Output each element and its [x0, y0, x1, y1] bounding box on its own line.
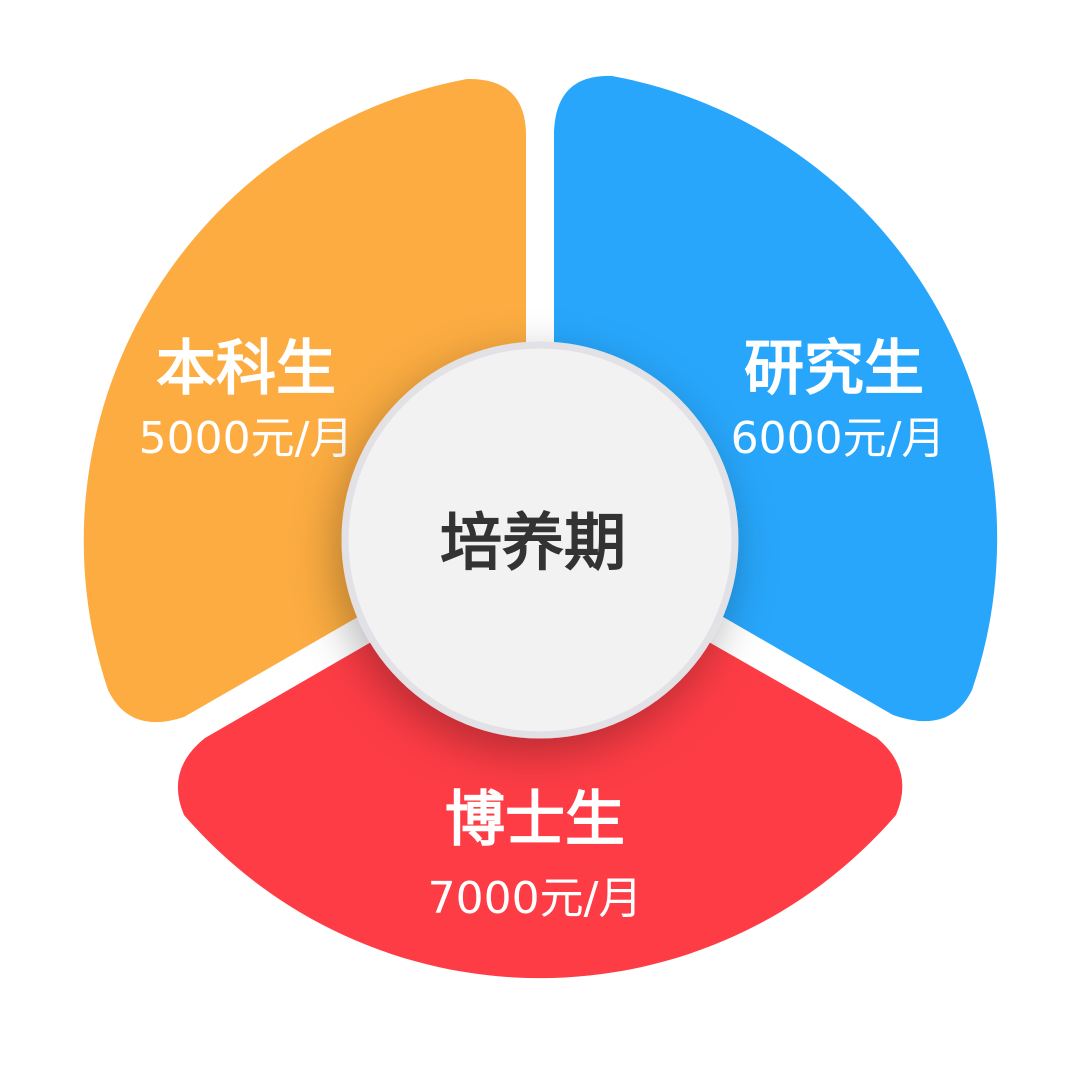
- segment-undergrad-value: 5000元/月: [139, 413, 354, 464]
- segment-phd-shape: [177, 641, 903, 979]
- segment-master-value: 6000元/月: [731, 413, 946, 464]
- segment-phd-title: 博士生: [445, 785, 625, 855]
- center-title: 培养期: [440, 506, 626, 579]
- segment-phd: 博士生 7000元/月: [177, 641, 903, 979]
- segment-undergrad: 本科生 5000元/月: [83, 78, 527, 723]
- segment-master-shape: [554, 75, 998, 722]
- segment-master: 研究生 6000元/月: [554, 75, 998, 722]
- center-circle: [341, 341, 739, 739]
- segment-undergrad-shape: [83, 78, 527, 723]
- segment-undergrad-title: 本科生: [156, 334, 336, 404]
- segment-master-title: 研究生: [744, 334, 924, 404]
- segment-phd-value: 7000元/月: [428, 873, 643, 924]
- center-hub: 培养期: [341, 341, 739, 739]
